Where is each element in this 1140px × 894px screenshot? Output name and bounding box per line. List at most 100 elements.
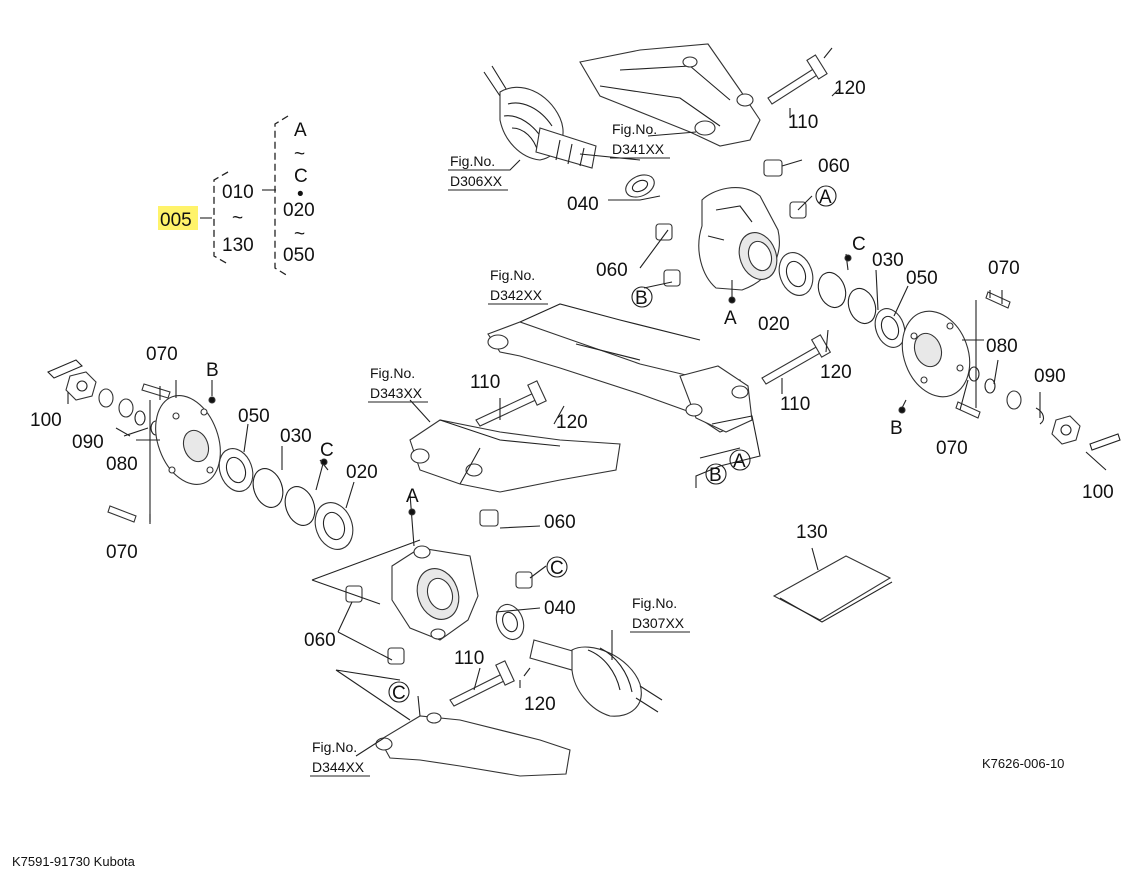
snap-ring-030-upper[interactable] (814, 269, 851, 312)
callout-020[interactable]: 020 (346, 462, 378, 483)
label-010-range[interactable]: 010 (222, 182, 254, 203)
callout-070[interactable]: 070 (146, 344, 178, 365)
sub-050: 050 (283, 245, 315, 266)
callout-110[interactable]: 110 (780, 394, 810, 415)
stud-070-ur[interactable] (985, 291, 1011, 309)
fig-ref-d344xx[interactable]: D344XX (312, 759, 365, 775)
upper-right-assembly (448, 43, 1121, 488)
bearing-020-upper[interactable] (773, 248, 818, 300)
bracket-legend: 005 010 ~ 130 A ~ C • 020 ~ 050 (158, 115, 315, 277)
callout-070[interactable]: 070 (106, 542, 138, 563)
callout-030[interactable]: 030 (280, 426, 312, 447)
bolt-110-mid-right[interactable] (761, 345, 823, 385)
sub-dot: • (297, 184, 304, 205)
callout-050[interactable]: 050 (906, 268, 938, 289)
frame-d343[interactable] (409, 419, 621, 493)
callout-060[interactable]: 060 (818, 156, 850, 177)
fig-ref-label: Fig.No. (312, 739, 357, 755)
marker-A: A (819, 187, 832, 208)
marker-A: A (406, 486, 419, 507)
callout-110[interactable]: 110 (788, 112, 818, 133)
left-hub-assembly (47, 359, 359, 554)
spline-shaft-upper[interactable] (535, 127, 597, 169)
callout-020[interactable]: 020 (758, 314, 790, 335)
sub-020: 020 (283, 200, 315, 221)
callout-080[interactable]: 080 (986, 336, 1018, 357)
marker-A: A (733, 451, 746, 472)
callout-060[interactable]: 060 (544, 512, 576, 533)
fig-ref-label: Fig.No. (370, 365, 415, 381)
letter-markers: A B A C B B A B C A C C (206, 185, 906, 704)
frame-d344[interactable] (379, 715, 571, 777)
stud-070-left-upper[interactable] (141, 383, 171, 399)
marker-A: A (724, 308, 737, 329)
marker-C: C (392, 683, 406, 704)
label-130-range[interactable]: 130 (222, 235, 254, 256)
callout-060[interactable]: 060 (304, 630, 336, 651)
figure-references: Fig.No. D306XX Fig.No. D341XX Fig.No. D3… (310, 121, 690, 777)
bushing-060-l1[interactable] (479, 509, 499, 527)
nut-left[interactable] (65, 371, 97, 401)
bushing-060-u1[interactable] (763, 159, 783, 177)
cotter-pin-100-left[interactable] (47, 359, 83, 379)
manual-130 (772, 547, 893, 623)
marker-B: B (635, 288, 648, 309)
callout-040[interactable]: 040 (567, 194, 599, 215)
callout-100[interactable]: 100 (30, 410, 62, 431)
callout-120[interactable]: 120 (820, 362, 852, 383)
bolt-110-center[interactable] (475, 391, 541, 427)
marker-B: B (206, 360, 219, 381)
stud-070-left-lower[interactable] (107, 505, 137, 523)
callout-120[interactable]: 120 (834, 78, 866, 99)
washer-090-left[interactable] (98, 388, 114, 408)
bushing-060-l2[interactable] (515, 571, 533, 589)
callout-110[interactable]: 110 (470, 372, 500, 393)
marker-B: B (709, 465, 722, 486)
oil-seal-040-upper[interactable] (622, 171, 658, 202)
fig-ref-d341xx[interactable]: D341XX (612, 141, 665, 157)
callout-080[interactable]: 080 (106, 454, 138, 475)
callout-050[interactable]: 050 (238, 406, 270, 427)
callout-120[interactable]: 120 (524, 694, 556, 715)
callout-090[interactable]: 090 (72, 432, 104, 453)
callout-030[interactable]: 030 (872, 250, 904, 271)
fig-ref-d342xx[interactable]: D342XX (490, 287, 543, 303)
oil-seal-040-lower[interactable] (492, 601, 529, 644)
callout-040[interactable]: 040 (544, 598, 576, 619)
fig-ref-label: Fig.No. (450, 153, 495, 169)
bushing-060-l4[interactable] (387, 647, 405, 665)
fig-ref-label: Fig.No. (632, 595, 677, 611)
callout-120[interactable]: 120 (556, 412, 588, 433)
fig-ref-d343xx[interactable]: D343XX (370, 385, 423, 401)
bearing-020-left[interactable] (309, 497, 359, 554)
sub-A: A (294, 120, 307, 141)
fig-ref-label: Fig.No. (490, 267, 535, 283)
callout-090[interactable]: 090 (1034, 366, 1066, 387)
fig-ref-d307xx[interactable]: D307XX (632, 615, 685, 631)
callout-100[interactable]: 100 (1082, 482, 1114, 503)
seal-050-upper[interactable] (870, 304, 910, 351)
callout-070[interactable]: 070 (988, 258, 1020, 279)
stud-070-lr[interactable] (955, 401, 981, 419)
washer-090-right[interactable] (1006, 390, 1022, 410)
spline-shaft-lower[interactable] (529, 639, 577, 671)
callout-070[interactable]: 070 (936, 438, 968, 459)
callout-060[interactable]: 060 (596, 260, 628, 281)
fig-ref-d306xx[interactable]: D306XX (450, 173, 503, 189)
cotter-pin-100-right[interactable] (1089, 433, 1121, 451)
highlight-005 (158, 206, 198, 230)
callout-130[interactable]: 130 (796, 522, 828, 543)
label-005[interactable]: 005 (160, 210, 192, 231)
nut-right[interactable] (1051, 415, 1081, 445)
snap-ring-030-left[interactable] (248, 464, 288, 511)
callout-110[interactable]: 110 (454, 648, 484, 669)
bushing-060-u3[interactable] (655, 223, 673, 241)
frame-upper[interactable] (579, 43, 761, 147)
instruction-sheet-130[interactable] (772, 555, 892, 621)
bushing-060-u4[interactable] (663, 269, 681, 287)
sub-tilde-2: ~ (294, 224, 305, 245)
seal-050-left[interactable] (213, 444, 258, 496)
cv-boot-lower[interactable] (571, 646, 642, 717)
sub-tilde-1: ~ (294, 144, 305, 165)
bushing-060-l3[interactable] (345, 585, 363, 603)
